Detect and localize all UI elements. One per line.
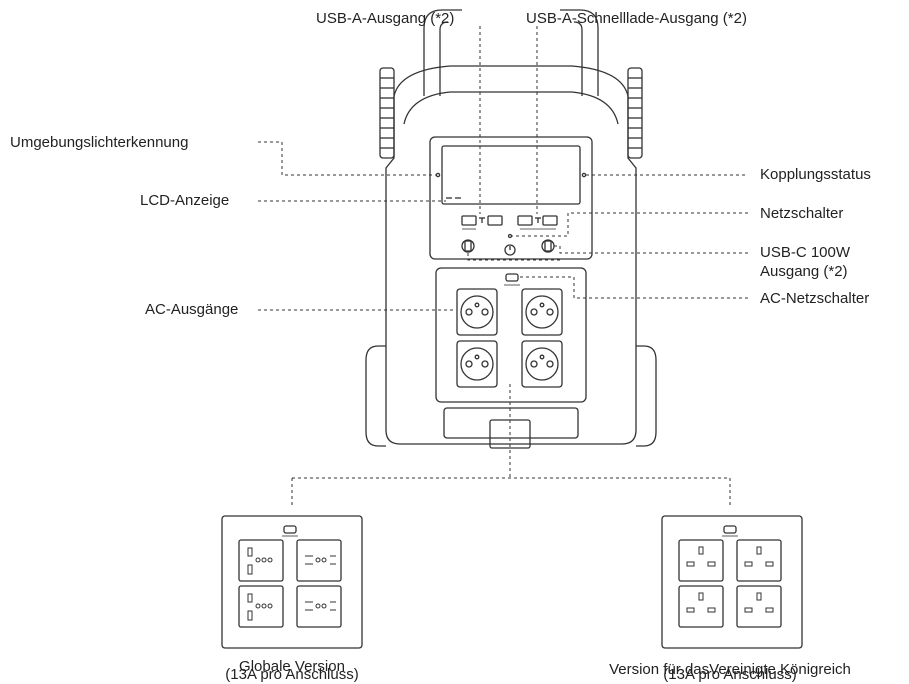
label-ac-power-switch: AC-Netzschalter <box>760 290 870 307</box>
left-wheel <box>365 345 386 447</box>
usb-a-fast-ports <box>517 215 558 226</box>
left-grip <box>379 67 395 159</box>
bottom-slot <box>443 407 579 439</box>
device-body <box>385 65 637 445</box>
right-grip <box>627 67 643 159</box>
ac-socket-3 <box>456 340 498 388</box>
label-global-note: (13A pro Anschluss) <box>225 666 359 683</box>
label-usb-a-output: USB-A-Ausgang (*2) <box>316 10 455 27</box>
label-global-version: Globale Version <box>239 658 345 675</box>
global-version-panel <box>221 515 363 649</box>
label-uk-version: Version für dasVereinigte Königreich <box>609 661 851 678</box>
leader-lines <box>258 26 748 508</box>
lcd-screen <box>441 145 581 205</box>
ac-socket-4 <box>521 340 563 388</box>
power-button <box>504 244 516 256</box>
ac-panel <box>435 267 587 403</box>
usb-a-ports <box>461 215 503 226</box>
label-power-switch: Netzschalter <box>760 205 844 222</box>
uk-version-panel <box>661 515 803 649</box>
label-uk-note: (13A pro Anschluss) <box>663 666 797 683</box>
ac-socket-1 <box>456 288 498 336</box>
ac-switch <box>505 273 519 282</box>
ac-socket-2 <box>521 288 563 336</box>
label-pairing-status: Kopplungsstatus <box>760 166 871 183</box>
label-ambient-light-sensor: Umgebungslichterkennung <box>10 134 189 151</box>
label-lcd-display: LCD-Anzeige <box>140 192 230 209</box>
control-panel <box>429 136 593 260</box>
label-usb-c-line2: Ausgang (*2) <box>760 263 848 280</box>
right-wheel <box>636 345 657 447</box>
label-ac-outputs: AC-Ausgänge <box>145 301 239 318</box>
label-usb-c-line1: USB-C 100W <box>760 244 851 261</box>
label-usb-a-fast-output: USB-A-Schnelllade-Ausgang (*2) <box>526 10 747 27</box>
device-handle <box>423 9 599 96</box>
